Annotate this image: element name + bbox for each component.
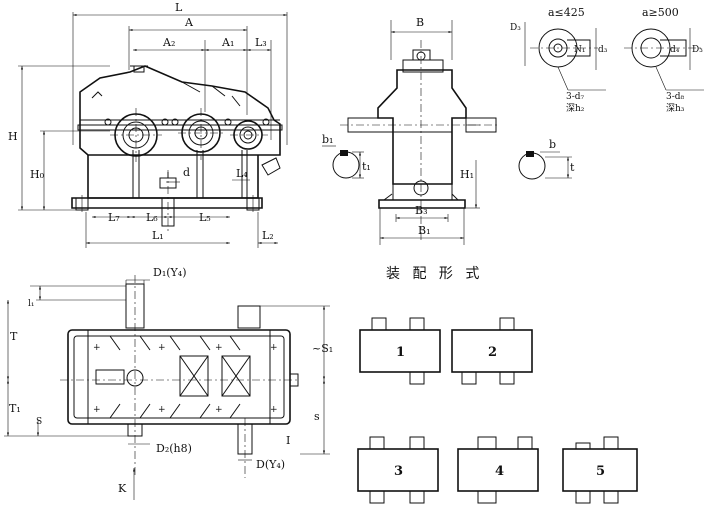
bearing-right [230,120,268,150]
assembly-form-1: 1 [359,317,441,385]
dim-L5: L₅ [199,211,211,224]
form-3-label: 3 [394,464,403,479]
dim-l1: l₁ [28,299,35,309]
dim-L3: L₃ [255,36,267,49]
assembly-form-4: 4 [457,436,539,504]
dim-I: I [286,434,290,447]
front-view: L A A₂ A₁ L₃ H H₀ [8,1,288,248]
side-view: B H₁ B₃ B₁ [322,16,500,245]
dim-t1: t₁ [362,160,371,173]
svg-text:+: + [158,405,166,415]
dim-L2: L₂ [262,229,274,242]
dim-S: S [36,417,42,427]
svg-text:+: + [158,343,166,353]
shaft-key-detail: b t [518,138,575,180]
depth-small: 深h₂ [566,103,585,114]
dim-L4: L₄ [236,167,248,180]
mount-large-detail: a≥500 d₄ D₃ 3-d₈ 深h₃ [624,6,704,114]
assembly-form-5: 5 [562,436,638,504]
dim-D3-small: D₃ [510,23,521,33]
dim-H: H [8,130,18,143]
form-1-label: 1 [396,345,405,360]
dim-b1: b₁ [322,133,333,146]
dim-L: L [175,1,183,14]
dim-d4: d₄ [670,45,680,55]
dim-L7: L₇ [108,211,120,224]
dim-N1: N₁ [574,45,585,55]
dim-B3: B₃ [415,204,428,217]
dim-B: B [416,16,424,29]
form-4-label: 4 [495,464,504,479]
form-2-label: 2 [488,345,497,360]
assembly-forms: 装 配 形 式 1 2 3 [357,266,638,504]
dim-A: A [184,16,194,29]
svg-text:+: + [215,343,223,353]
dim-K: K [118,482,127,495]
holes-large: 3-d₈ [666,92,685,102]
assembly-form-3: 3 [357,436,439,504]
cond-small: a≤425 [548,6,585,19]
form-5-label: 5 [596,464,605,479]
svg-text:+: + [270,343,278,353]
depth-large: 深h₃ [666,103,685,114]
dim-b: b [549,138,556,151]
cond-large: a≥500 [642,6,679,19]
dim-B1: B₁ [418,224,431,237]
dim-H1: H₁ [460,168,474,181]
dim-s: s [314,410,320,423]
dim-DY4: D(Y₄) [256,458,285,471]
top-view: D₁(Y₄) l₁ + + + + + + + + [4,266,333,500]
dim-t: t [570,161,575,174]
dim-A1: A₁ [221,36,234,49]
dim-H0: H₀ [30,168,45,181]
dim-L1: L₁ [152,229,164,242]
assembly-form-2: 2 [451,317,533,385]
dim-L6: L₆ [146,211,158,224]
dim-d: d [183,166,190,179]
dim-d3: d₃ [598,45,608,55]
dim-S1: ~S₁ [312,342,333,355]
svg-text:+: + [270,405,278,415]
bearing-left [110,108,162,162]
dim-D3-large: D₃ [692,45,703,55]
bearing-middle [178,108,225,160]
svg-text:+: + [93,343,101,353]
dim-T: T [10,330,18,343]
assembly-title: 装 配 形 式 [386,266,483,282]
svg-text:+: + [93,405,101,415]
dim-T1: T₁ [9,402,21,415]
svg-text:+: + [215,405,223,415]
holes-small: 3-d₇ [566,92,585,102]
dim-D1Y4: D₁(Y₄) [153,266,186,279]
mount-small-detail: a≤425 D₃ N₁ d₃ 3-d₇ 深h₂ [510,6,608,114]
dim-A2: A₂ [162,36,175,49]
dim-D2h8: D₂(h8) [156,442,192,455]
